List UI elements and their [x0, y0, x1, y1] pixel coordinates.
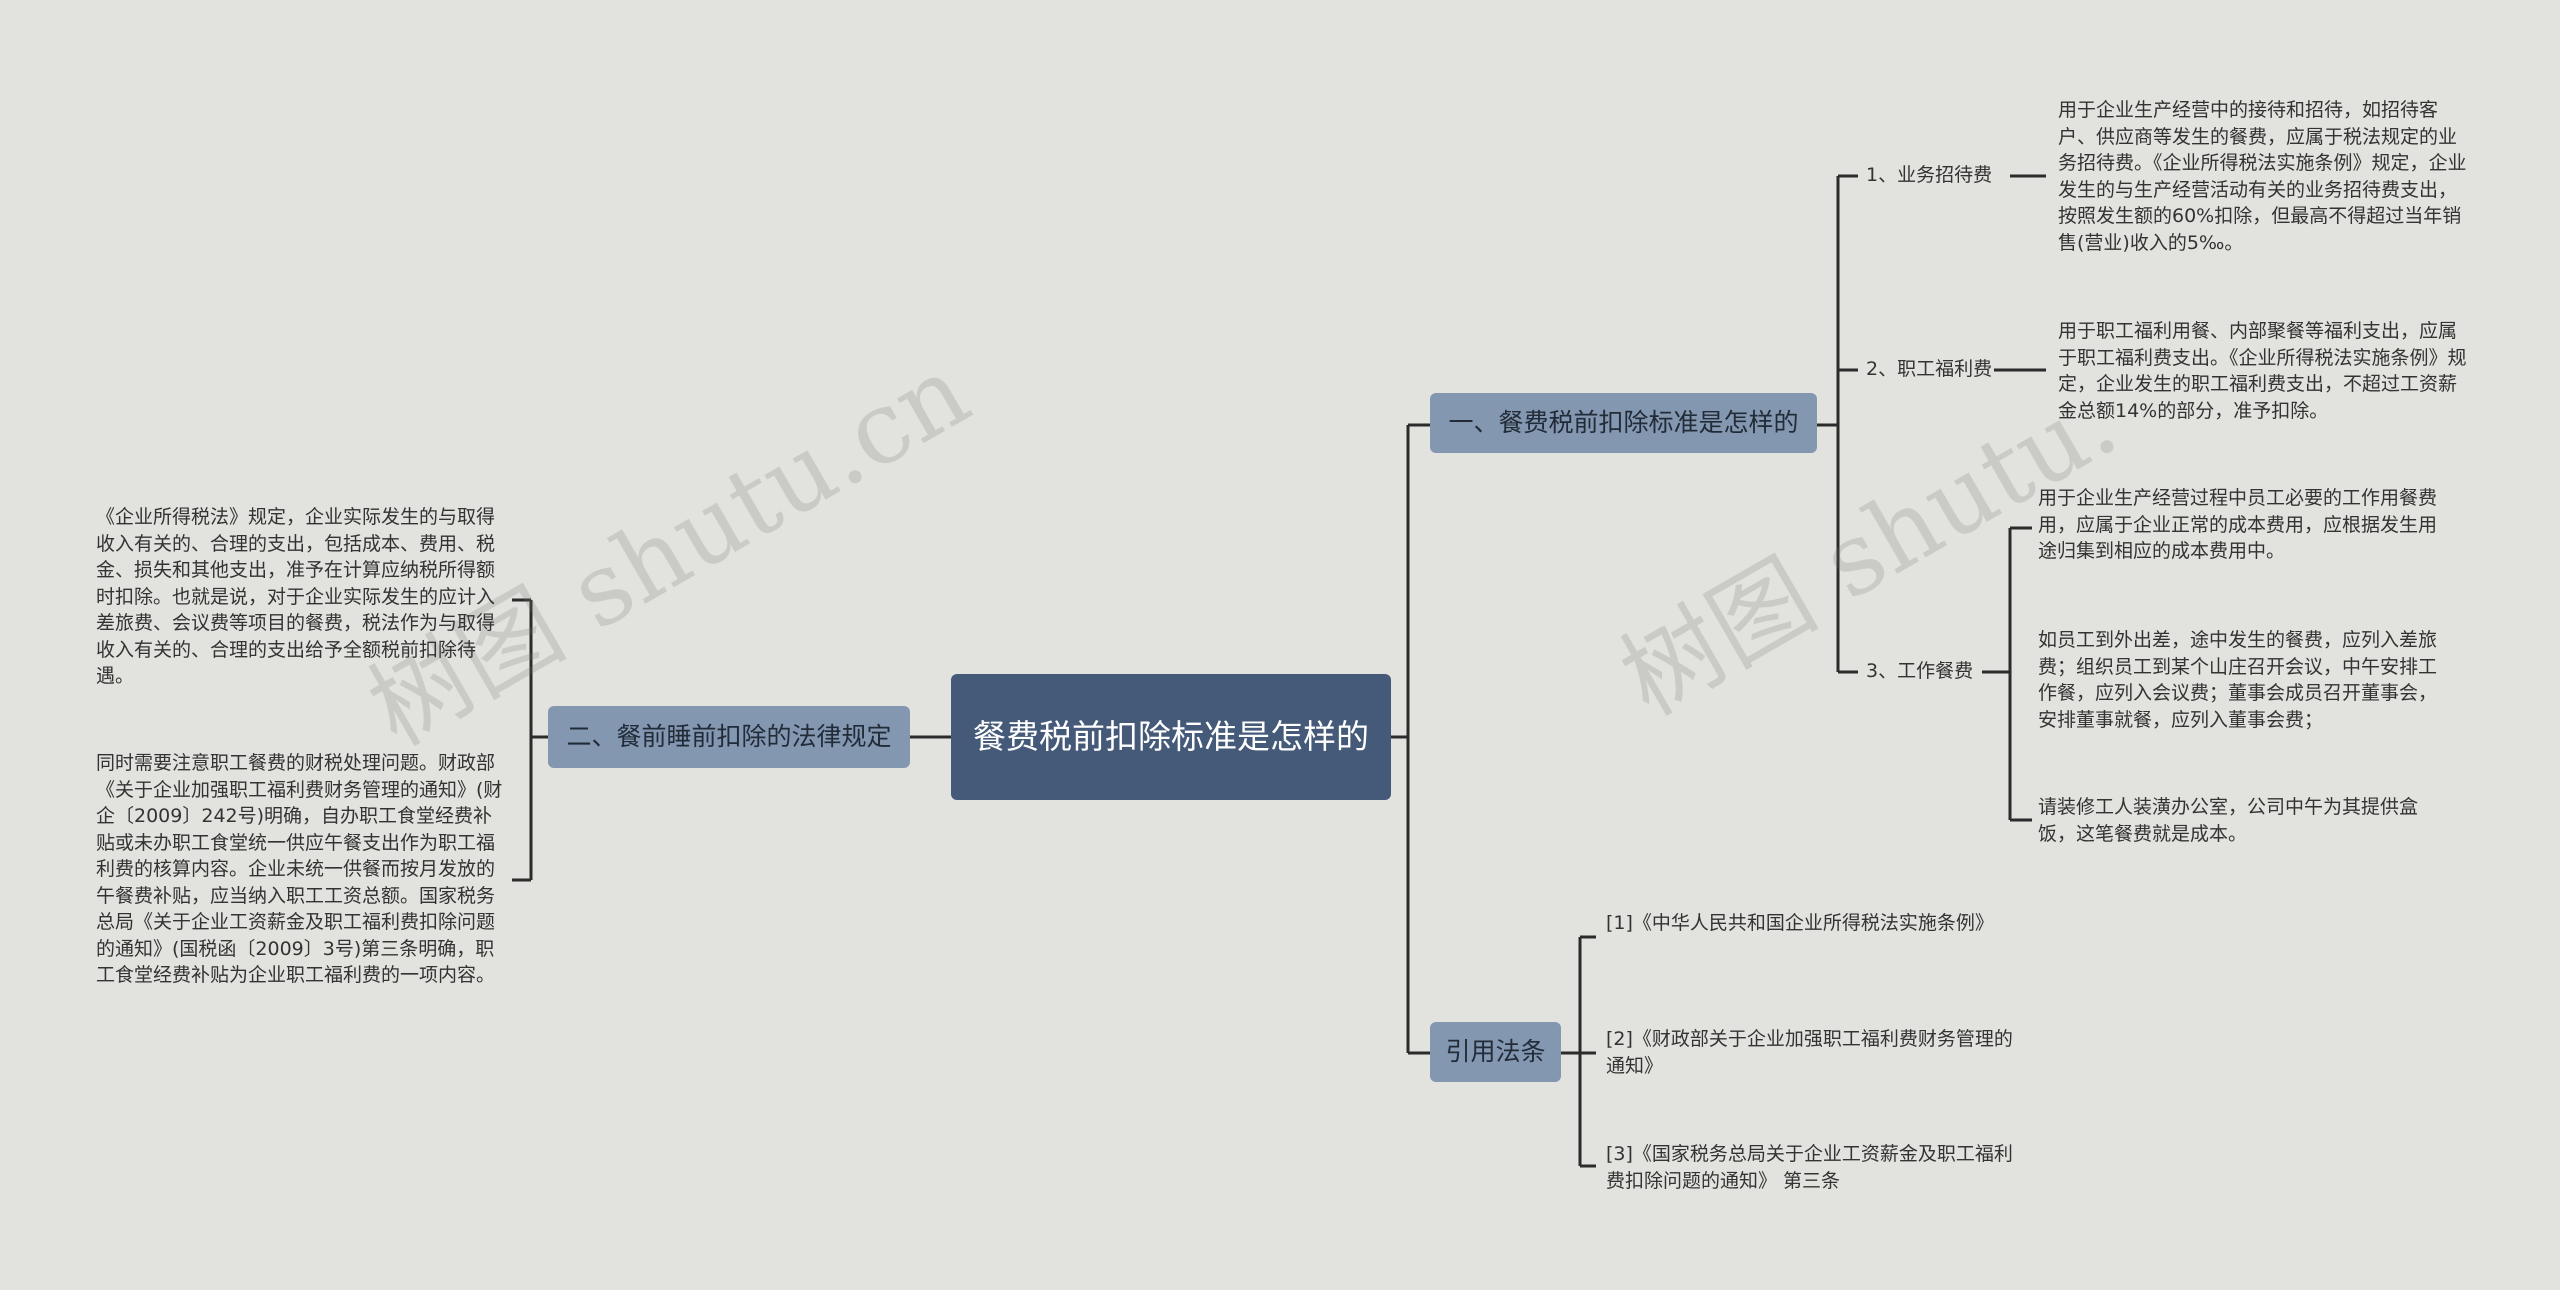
- leaf-working-meal-2: 如员工到外出差，途中发生的餐费，应列入差旅费；组织员工到某个山庄召开会议，中午安…: [2038, 629, 2438, 731]
- leaf-employee-welfare: 用于职工福利用餐、内部聚餐等福利支出，应属于职工福利费支出。《企业所得税法实施条…: [2058, 320, 2467, 422]
- leaf-working-meal-1: 用于企业生产经营过程中员工必要的工作用餐费用，应属于企业正常的成本费用，应根据发…: [2038, 487, 2438, 562]
- connector-b1: [1817, 174, 1858, 674]
- sub-label: 2、职工福利费: [1866, 358, 1993, 380]
- citation-item[interactable]: [1]《中华人民共和国企业所得税法实施条例》: [1606, 912, 1994, 934]
- sub-label: 1、业务招待费: [1866, 164, 1993, 186]
- leaf-tax-law: 《企业所得税法》规定，企业实际发生的与取得收入有关的、合理的支出，包括成本、费用…: [96, 506, 496, 687]
- connector-s3: [1982, 526, 2032, 822]
- connector-b2: [512, 598, 548, 882]
- sub-label: 3、工作餐费: [1866, 660, 1974, 682]
- branch-legal-provisions[interactable]: 二、餐前睡前扣除的法律规定: [548, 706, 910, 768]
- leaf-business-entertainment: 用于企业生产经营中的接待和招待，如招待客户、供应商等发生的餐费，应属于税法规定的…: [2058, 99, 2467, 254]
- connector-root-right: [1391, 423, 1430, 1055]
- leaf-employee-meal-tax: 同时需要注意职工餐费的财税处理问题。财政部《关于企业加强职工福利费财务管理的通知…: [96, 752, 503, 986]
- root-node[interactable]: 餐费税前扣除标准是怎样的: [951, 674, 1391, 800]
- sub-employee-welfare[interactable]: 2、职工福利费: [1866, 356, 1992, 382]
- leaf-working-meal-3: 请装修工人装潢办公室，公司中午为其提供盒饭，这笔餐费就是成本。: [2038, 796, 2419, 845]
- root-title: 餐费税前扣除标准是怎样的: [973, 717, 1369, 756]
- sub-working-meal[interactable]: 3、工作餐费: [1866, 658, 1973, 684]
- branch-label: 二、餐前睡前扣除的法律规定: [566, 722, 892, 751]
- branch-cited-laws[interactable]: 引用法条: [1430, 1022, 1561, 1082]
- citation-item[interactable]: [3]《国家税务总局关于企业工资薪金及职工福利费扣除问题的通知》 第三条: [1606, 1143, 2013, 1192]
- branch-label: 一、餐费税前扣除标准是怎样的: [1448, 408, 1799, 437]
- branch-label: 引用法条: [1445, 1037, 1546, 1066]
- connector-b3: [1561, 935, 1596, 1168]
- branch-deduction-standard[interactable]: 一、餐费税前扣除标准是怎样的: [1430, 393, 1817, 453]
- citation-item[interactable]: [2]《财政部关于企业加强职工福利费财务管理的通知》: [1606, 1028, 2013, 1077]
- sub-business-entertainment[interactable]: 1、业务招待费: [1866, 162, 1992, 188]
